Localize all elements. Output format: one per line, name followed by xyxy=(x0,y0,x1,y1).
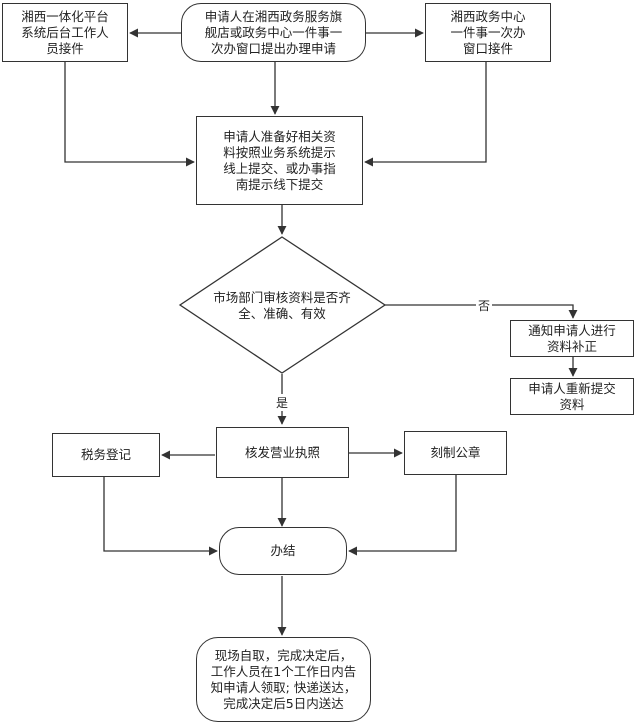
label-no: 否 xyxy=(476,297,493,314)
arrow-window-to-prepare xyxy=(364,62,487,167)
arrow-tax-to-done xyxy=(103,477,218,556)
node-license-text: 核发营业执照 xyxy=(244,444,320,460)
node-window: 湘西政务中心 一件事一次办 窗口接件 xyxy=(425,3,551,62)
review-diamond xyxy=(178,236,387,374)
node-notify-text: 通知申请人进行 资料补正 xyxy=(528,322,616,354)
node-delivery-text: 现场自取，完成决定后， 工作人员在1个工作日内告 知申请人领取; 快递送达， 完… xyxy=(210,647,357,711)
node-apply-text: 申请人在湘西政务服务旗 舰店或政务中心一件事一 次办窗口提出办理申请 xyxy=(204,8,343,56)
node-tax-text: 税务登记 xyxy=(80,447,131,462)
node-review: 市场部门审核资料是否齐 全、准确、有效 xyxy=(196,287,368,325)
arrow-review-to-notify xyxy=(385,304,578,319)
node-prepare: 申请人准备好相关资 料按照业务系统提示 线上提交、或办事指 南提示线下提交 xyxy=(196,116,363,205)
node-tax: 税务登记 xyxy=(52,433,160,477)
node-window-text: 湘西政务中心 一件事一次办 窗口接件 xyxy=(450,8,526,56)
node-done-text: 办结 xyxy=(270,543,296,558)
node-apply: 申请人在湘西政务服务旗 舰店或政务中心一件事一 次办窗口提出办理申请 xyxy=(181,3,366,62)
node-review-text: 市场部门审核资料是否齐 全、准确、有效 xyxy=(213,290,351,321)
node-prepare-text: 申请人准备好相关资 料按照业务系统提示 线上提交、或办事指 南提示线下提交 xyxy=(223,128,336,192)
label-yes: 是 xyxy=(274,394,291,411)
node-delivery: 现场自取，完成决定后， 工作人员在1个工作日内告 知申请人领取; 快递送达， 完… xyxy=(196,637,371,722)
node-backend-text: 湘西一体化平台 系统后台工作人 员接件 xyxy=(21,8,109,56)
arrow-backend-to-prepare xyxy=(64,62,195,167)
node-seal-text: 刻制公章 xyxy=(430,445,481,460)
node-seal: 刻制公章 xyxy=(404,431,507,475)
node-resubmit-text: 申请人重新提交 资料 xyxy=(528,380,616,412)
node-backend: 湘西一体化平台 系统后台工作人 员接件 xyxy=(2,3,128,62)
node-done: 办结 xyxy=(219,527,347,575)
node-notify: 通知申请人进行 资料补正 xyxy=(510,320,634,357)
node-license: 核发营业执照 xyxy=(216,427,349,478)
arrow-seal-to-done xyxy=(348,475,457,556)
node-resubmit: 申请人重新提交 资料 xyxy=(510,378,634,415)
